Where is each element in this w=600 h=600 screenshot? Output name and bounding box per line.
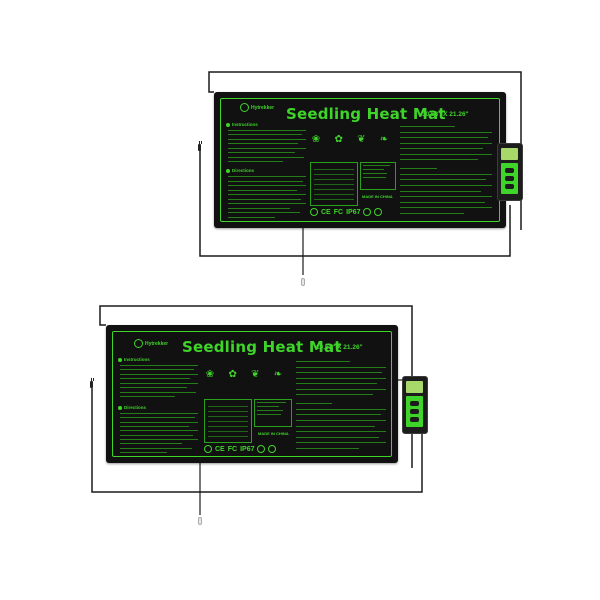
mat-size: 10.63" X 21.26": [316, 344, 363, 351]
japanese-text-block: [296, 361, 386, 395]
vegetable-icon: ❧: [379, 134, 389, 145]
recycle-icon: [257, 445, 266, 453]
brand-name: Hytrekker: [145, 340, 169, 347]
ce-mark: CE: [321, 208, 331, 216]
made-in-label: MADE IN CHINA: [258, 431, 289, 436]
ce-mark: CE: [215, 445, 225, 453]
temperature-table: [204, 399, 252, 443]
waterproof-icon: [204, 445, 212, 453]
fc-mark: FC: [227, 445, 238, 453]
specification-box: [360, 162, 396, 190]
brand-logo: Hytrekker: [134, 339, 168, 348]
instructions-heading: Instructions: [118, 357, 150, 362]
vegetable-icon: ❧: [273, 369, 283, 380]
temperature-probe-icon: [198, 517, 202, 525]
plant-icons-row: ❀ ✿ ❦ ❧: [310, 134, 390, 148]
heat-mat: Hytrekker Seedling Heat Mat 10.63" X 21.…: [214, 92, 506, 228]
heat-mat-product-top: Hytrekker Seedling Heat Mat 10.63" X 21.…: [0, 0, 600, 300]
thermostat-button: [505, 176, 514, 181]
power-plug-icon: [90, 381, 93, 388]
mat-size: 10.63" X 21.26": [422, 111, 469, 118]
thermostat-button: [410, 409, 419, 414]
sprout-icon: ✿: [334, 134, 343, 145]
recycle-icon: [363, 208, 372, 216]
instructions-heading: Instructions: [226, 122, 258, 127]
brand-name: Hytrekker: [251, 104, 275, 111]
directions-heading: Directions: [118, 405, 146, 410]
directions-heading: Directions: [226, 168, 254, 173]
temperature-probe-icon: [301, 278, 305, 286]
japanese-warning-block: [296, 403, 386, 449]
mat-title: Seedling Heat Mat: [286, 105, 446, 123]
instructions-text-block: [120, 365, 198, 397]
mat-title: Seedling Heat Mat: [182, 338, 342, 356]
bin-icon: [374, 208, 383, 216]
thermostat-button: [505, 168, 514, 173]
directions-text-block: [228, 176, 306, 218]
thermostat-controller: [402, 376, 428, 434]
brand-logo: Hytrekker: [240, 103, 274, 112]
thermostat-button: [410, 401, 419, 406]
fc-mark: FC: [333, 208, 344, 216]
ip67-mark: IP67: [240, 445, 255, 453]
sprout-icon: ✿: [228, 369, 237, 380]
certification-marks: CE FC IP67: [310, 208, 383, 216]
plant-icons-row: ❀ ✿ ❦ ❧: [204, 369, 284, 383]
plug-prong: [93, 378, 94, 381]
thermostat-controller: [497, 143, 523, 201]
plug-prong: [199, 141, 200, 144]
certification-marks: CE FC IP67: [204, 445, 277, 453]
directions-text-block: [120, 413, 198, 453]
waterproof-icon: [310, 208, 318, 216]
instructions-text-block: [228, 130, 306, 162]
mat-print-border: [112, 331, 392, 457]
power-plug-icon: [198, 144, 201, 151]
thermostat-button: [505, 184, 514, 189]
thermostat-display: [501, 148, 518, 160]
japanese-warning-block: [400, 168, 492, 214]
brand-logo-icon: [240, 103, 249, 112]
seedling-icon: ❀: [311, 134, 321, 145]
bin-icon: [268, 445, 277, 453]
temperature-table: [310, 162, 358, 206]
japanese-text-block: [400, 126, 492, 160]
heat-mat: Hytrekker Seedling Heat Mat 10.63" X 21.…: [106, 325, 398, 463]
plug-prong: [201, 141, 202, 144]
ip67-mark: IP67: [346, 208, 361, 216]
herb-icon: ❦: [357, 134, 366, 145]
brand-logo-icon: [134, 339, 143, 348]
herb-icon: ❦: [251, 369, 260, 380]
thermostat-button: [410, 417, 419, 422]
plug-prong: [91, 378, 92, 381]
seedling-icon: ❀: [205, 369, 215, 380]
made-in-label: MADE IN CHINA: [362, 194, 393, 199]
thermostat-display: [406, 381, 423, 393]
specification-box: [254, 399, 292, 427]
